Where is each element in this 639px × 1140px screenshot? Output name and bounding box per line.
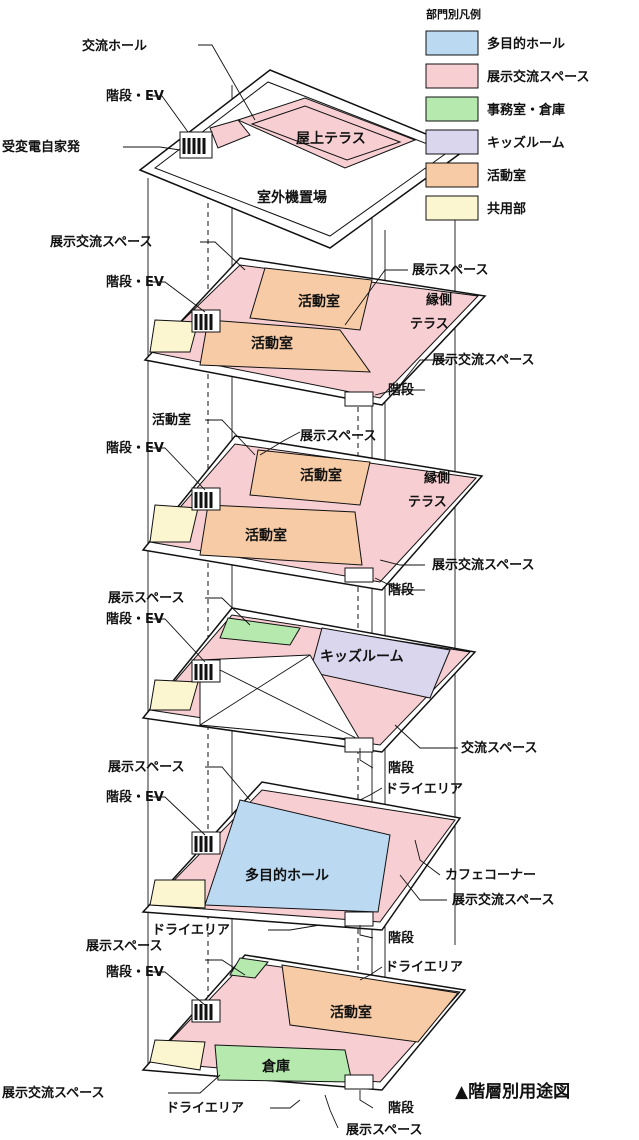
callout-f2-stair: 階段	[388, 760, 414, 776]
f2-common-area	[149, 679, 199, 711]
callout-f3-stair-ev: 階段・EV	[106, 440, 164, 456]
f3-common-area	[149, 504, 199, 543]
f3-activity-room-1	[249, 449, 371, 506]
room-b1-storage: 倉庫	[261, 1058, 290, 1075]
room-f3-activity-1: 活動室	[300, 467, 342, 484]
legend-label-common: 共用部	[487, 201, 526, 217]
f4-common-area	[149, 319, 199, 353]
legend-swatch-hall	[425, 30, 479, 56]
floor-b1	[141, 954, 467, 1091]
callout-f4-exhibit-exchange-right: 展示交流スペース	[432, 352, 534, 368]
leader-lines	[123, 44, 458, 1129]
f4-activity-room-1	[249, 267, 373, 331]
legend-swatch-exhibit	[425, 63, 479, 89]
callout-f3-exhibit-exchange: 展示交流スペース	[432, 557, 534, 573]
callout-b1-stair-ev: 階段・EV	[106, 964, 164, 980]
f4-stair-2	[344, 391, 374, 407]
room-roof-terrace: 屋上テラス	[296, 131, 366, 147]
callout-b1-exhibit-space: 展示スペース	[86, 939, 162, 954]
floor-1	[141, 781, 462, 931]
roof-hall-area	[209, 119, 251, 149]
f2-office-area	[219, 617, 301, 646]
callout-f1-stair-ev: 階段・EV	[106, 789, 164, 805]
callout-f3-terrace: テラス	[408, 495, 447, 510]
room-f4-activity-1: 活動室	[298, 293, 340, 310]
callout-b1-dry-area-top: ドライエリア	[385, 960, 463, 975]
callout-roof-exchange-hall: 交流ホール	[82, 38, 147, 54]
fb1-common-area	[149, 1039, 206, 1071]
callout-f2-stair-ev: 階段・EV	[106, 611, 164, 627]
legend-title: 部門別凡例	[426, 7, 481, 21]
callout-f1-dry-area-bottom: ドライエリア	[152, 923, 230, 938]
legend-swatch-activity	[425, 162, 479, 188]
legend: 部門別凡例 多目的ホール 展示交流スペース 事務室・倉庫 キッズルーム 活動室 …	[425, 7, 589, 221]
floor-4	[143, 257, 487, 407]
legend-label-hall: 多目的ホール	[487, 36, 565, 52]
callout-f1-stair: 階段	[388, 930, 414, 946]
callout-roof-substation: 受変電自家発	[2, 139, 81, 155]
roof-floor	[138, 69, 467, 249]
callout-f3-stair: 階段	[388, 582, 414, 598]
roof-terrace-area	[236, 97, 417, 169]
callout-f2-exhibit-space: 展示スペース	[108, 591, 184, 606]
room-f1-multipurpose-hall: 多目的ホール	[245, 867, 329, 884]
legend-swatch-kids	[425, 129, 479, 155]
f2-stair-2	[344, 737, 374, 753]
legend-label-office: 事務室・倉庫	[487, 102, 565, 118]
callout-f2-exchange-space: 交流スペース	[461, 740, 537, 756]
callout-f4-terrace: テラス	[410, 317, 449, 332]
callout-f1-cafe-corner: カフェコーナー	[445, 868, 536, 883]
callout-roof-stair-ev: 階段・EV	[106, 88, 164, 104]
fb1-office-small	[229, 957, 269, 979]
callout-b1-stair: 階段	[388, 1100, 414, 1116]
callout-b1-dry-area-bottom: ドライエリア	[166, 1101, 244, 1116]
callout-f4-exhibit-exchange: 展示交流スペース	[50, 234, 152, 250]
callout-f4-exhibit-space: 展示スペース	[412, 263, 488, 278]
f1-multipurpose-hall	[204, 799, 391, 913]
callout-f1-exhibit-exchange: 展示交流スペース	[452, 892, 554, 908]
callout-f1-dry-area-top: ドライエリア	[385, 782, 463, 797]
callout-f4-engawa: 縁側	[426, 292, 452, 308]
callout-f1-exhibit-space: 展示スペース	[108, 760, 184, 775]
callout-f4-stair: 階段	[388, 382, 414, 398]
room-b1-activity: 活動室	[330, 1004, 372, 1021]
f1-stair-2	[344, 911, 374, 927]
f3-activity-room-2	[199, 504, 363, 566]
legend-label-activity: 活動室	[487, 168, 526, 184]
fb1-activity-room	[281, 964, 459, 1043]
legend-swatch-office	[425, 96, 479, 122]
floor-2	[141, 607, 477, 753]
f4-activity-room-2	[199, 319, 372, 373]
room-f3-activity-2: 活動室	[245, 527, 287, 544]
floor-3	[141, 435, 484, 591]
callout-f4-stair-ev: 階段・EV	[106, 274, 164, 290]
room-roof-outdoor-unit: 室外機置場	[257, 189, 327, 206]
legend-label-kids: キッズルーム	[487, 135, 565, 151]
room-f4-activity-2: 活動室	[251, 335, 293, 352]
f1-common-area	[149, 879, 206, 909]
callout-f3-exhibit-space: 展示スペース	[300, 429, 376, 444]
fb1-stair-2	[344, 1074, 374, 1090]
legend-label-exhibit: 展示交流スペース	[487, 69, 589, 85]
f3-stair-2	[344, 567, 374, 583]
figure-caption: ▲階層別用途図	[455, 1081, 570, 1102]
callout-f3-activity: 活動室	[152, 412, 191, 428]
legend-swatch-common	[425, 195, 479, 221]
room-f2-kids-room: キッズルーム	[320, 648, 404, 665]
f2-kids-room	[309, 627, 451, 699]
callout-f3-engawa: 縁側	[424, 470, 450, 486]
callout-b1-exhibit-exchange: 展示交流スペース	[2, 1085, 104, 1101]
callout-b1-exhibit-space-bottom: 展示スペース	[346, 1123, 422, 1138]
